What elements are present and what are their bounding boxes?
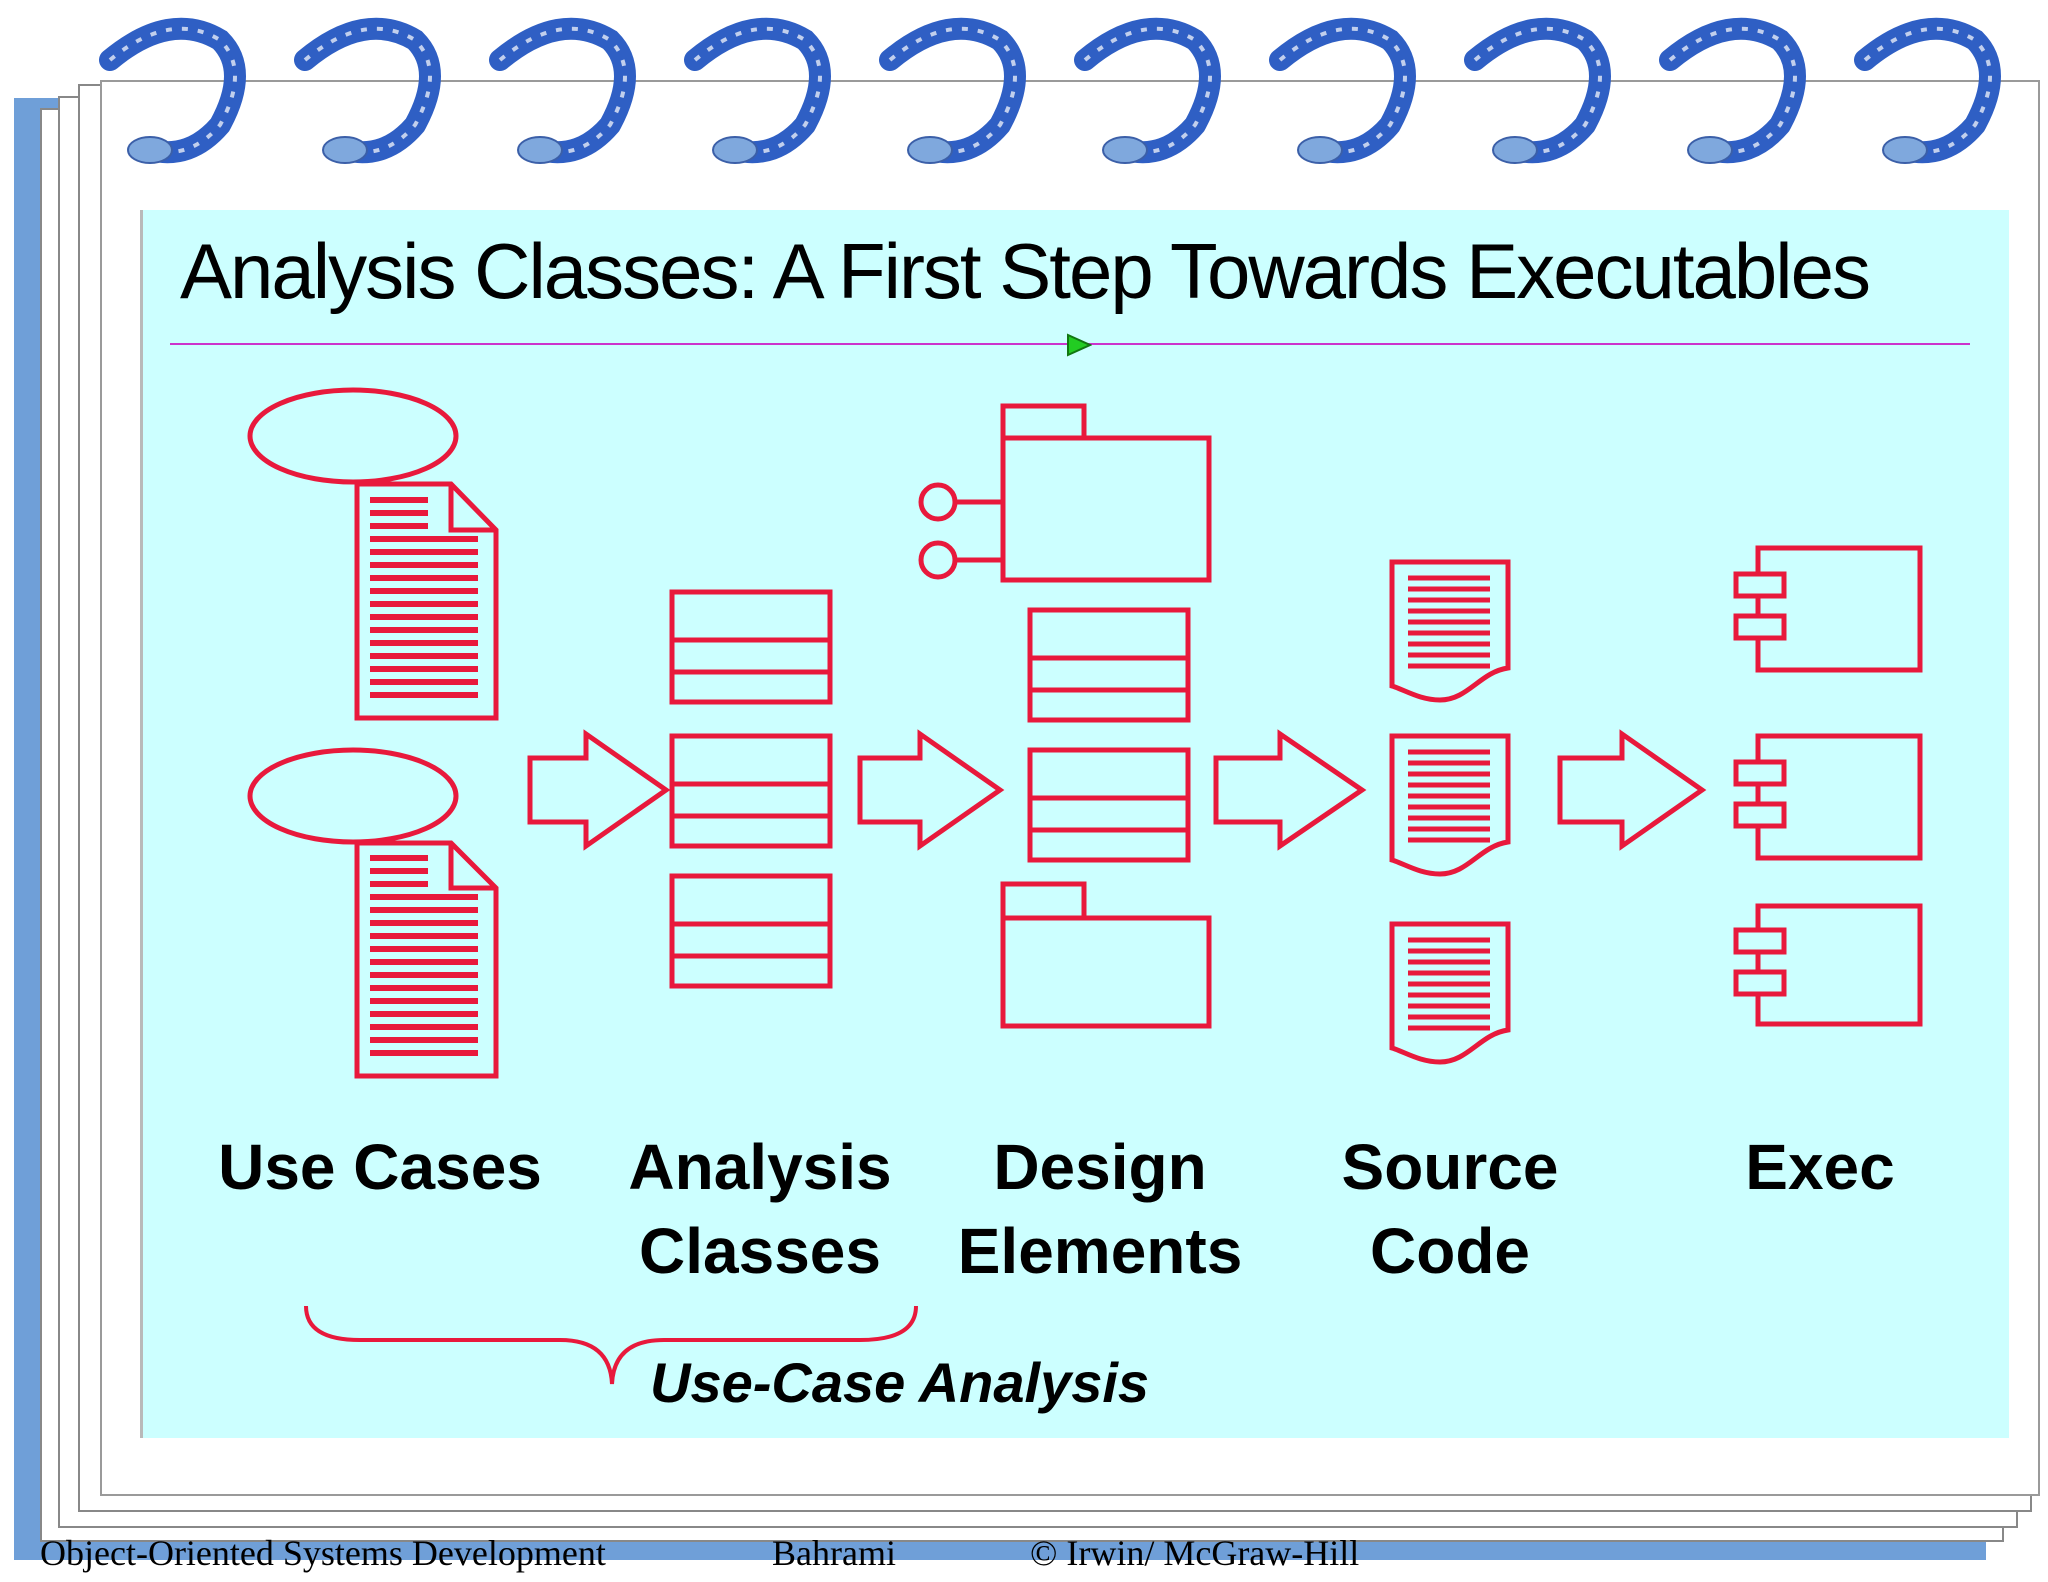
binder-ring-icon [1464,17,1611,164]
source-file-icon [1389,921,1511,1065]
flow-arrow-icon [857,729,1005,851]
flow-arrow-icon [1557,729,1707,851]
use-case-ellipse-icon [247,747,459,845]
binder-ring-icon [1074,17,1221,164]
binder-ring-icon [489,17,636,164]
binder-ring-icon [1659,17,1806,164]
use-case-group-2 [247,747,499,1079]
component-icon [1733,733,1923,861]
binder-ring-icon [879,17,1026,164]
flow-arrow-icon [527,729,671,851]
use-case-ellipse-icon [247,387,459,485]
class-icon [1027,747,1191,863]
stage-label-analysis-classes: Analysis Classes [580,1125,940,1293]
stage-label-line: Exec [1745,1131,1895,1203]
stage-label-line: Source [1341,1131,1559,1203]
source-file-icon [1389,559,1511,703]
binder-rings [99,17,2001,164]
document-icon [354,840,499,1079]
stage-label-line: Analysis [628,1131,892,1203]
stage-label-exec: Exec [1700,1125,1940,1209]
subsystem-icon [918,403,1212,583]
bracket-label: Use-Case Analysis [650,1351,1150,1414]
class-icon [669,873,833,989]
class-icon [669,733,833,849]
stage-label-design-elements: Design Elements [920,1125,1280,1293]
footer-publisher: © Irwin/ McGraw-Hill [1030,1533,1360,1573]
binder-ring-icon [294,17,441,164]
source-file-icon [1389,733,1511,877]
use-case-group-1 [247,387,499,721]
stage-label-source-code: Source Code [1290,1125,1610,1293]
stage-label-line: Code [1370,1215,1530,1287]
footer-course: Object-Oriented Systems Development [40,1533,606,1573]
stage-label-line: Classes [639,1215,881,1287]
binder-ring-icon [684,17,831,164]
flow-arrow-icon [1213,729,1367,851]
package-icon [1000,881,1212,1029]
component-icon [1733,545,1923,673]
stage-label-line: Design [993,1131,1207,1203]
class-icon [1027,607,1191,723]
document-icon [354,481,499,721]
stage-label-use-cases: Use Cases [170,1125,590,1209]
binder-ring-icon [1854,17,2001,164]
binder-ring-icon [99,17,246,164]
play-marker-icon [1067,333,1092,357]
slide-title: Analysis Classes: A First Step Towards E… [180,227,1871,315]
footer-author: Bahrami [772,1533,896,1573]
slide-background [140,210,2009,1438]
stage-label-line: Use Cases [218,1131,542,1203]
class-icon [669,589,833,705]
binder-ring-icon [1269,17,1416,164]
curly-bracket [304,1305,918,1385]
component-icon [1733,903,1923,1027]
stage-label-line: Elements [957,1215,1243,1287]
